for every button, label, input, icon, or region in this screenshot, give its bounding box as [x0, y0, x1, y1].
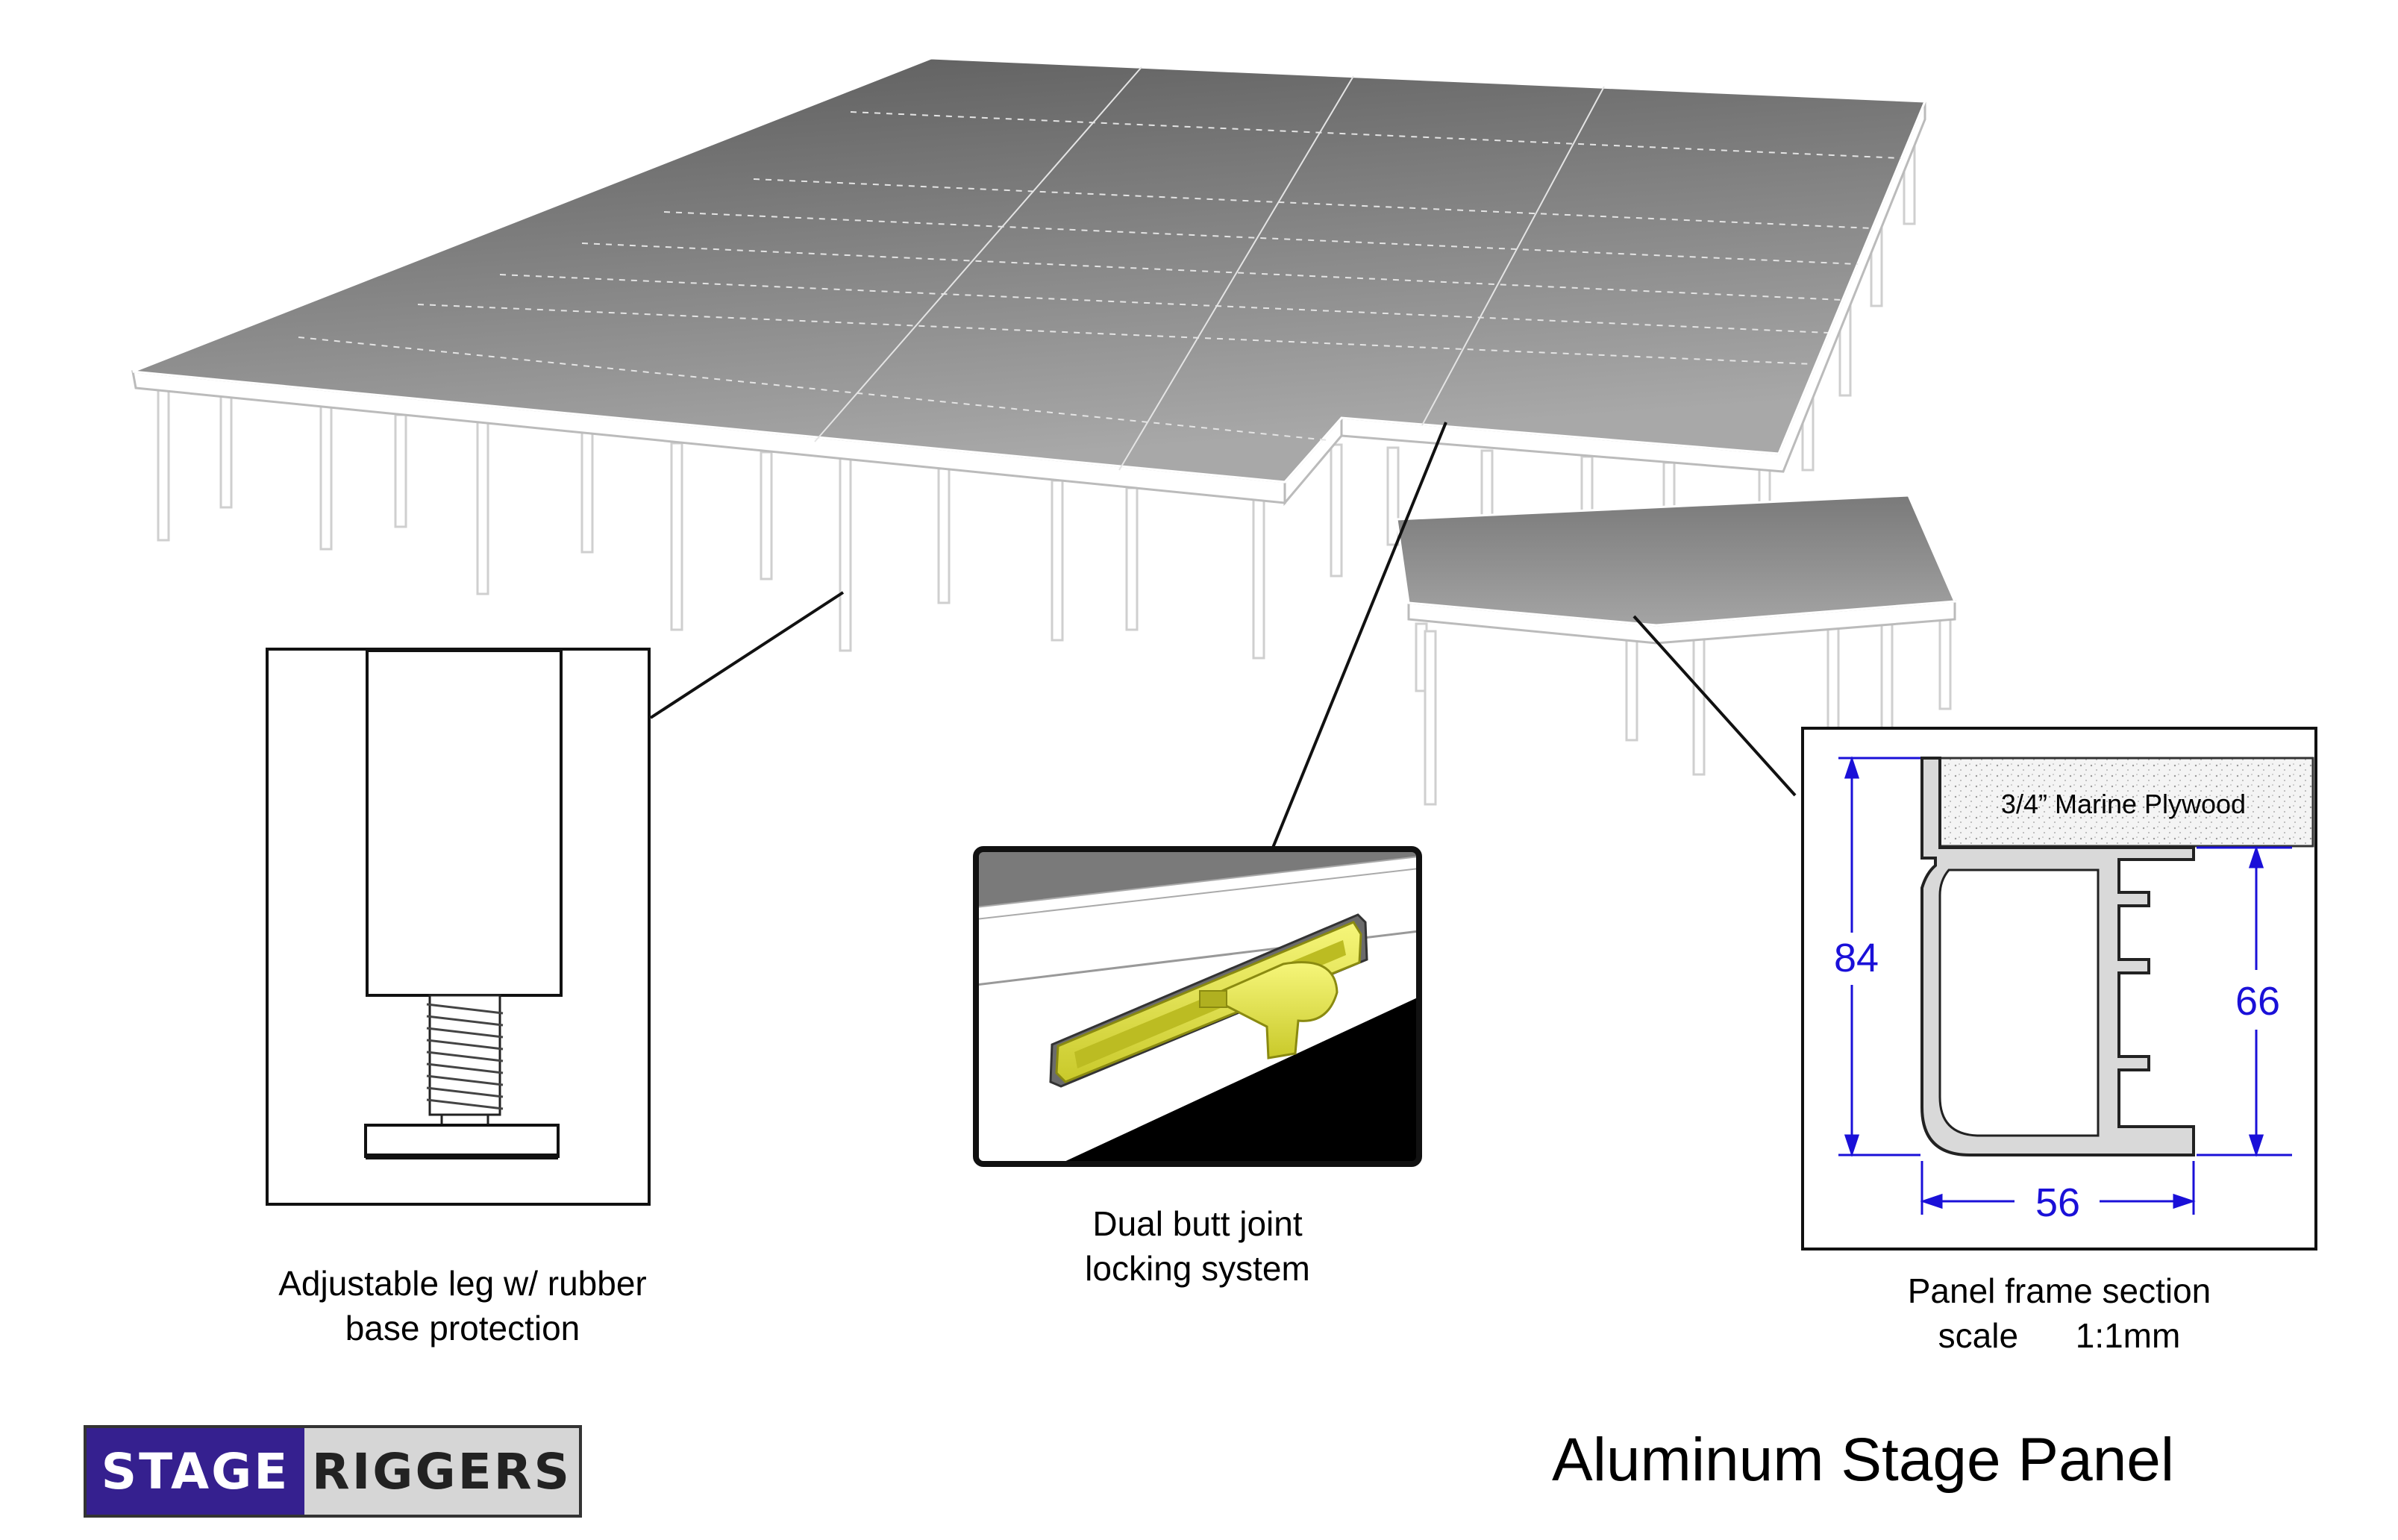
- dimension-84: 84: [1834, 936, 1879, 980]
- section-detail-box: 3/4” Marine Plywood 84 66 56: [1801, 727, 2317, 1251]
- dimension-lines: [1838, 756, 2292, 1215]
- stage-legs: [157, 133, 1916, 660]
- leg-detail-box: [266, 648, 651, 1206]
- leg-caption-line-2: base protection: [345, 1309, 580, 1348]
- joint-caption: Dual butt joint locking system: [977, 1201, 1418, 1291]
- deck-panel-seams: [298, 66, 1902, 471]
- logo-part-riggers: RIGGERS: [304, 1428, 579, 1515]
- joint-caption-line-2: locking system: [1085, 1249, 1310, 1288]
- single-panel-surface: [1395, 494, 1957, 627]
- plywood-label: 3/4” Marine Plywood: [2001, 789, 2246, 819]
- section-caption-line-1: Panel frame section: [1907, 1271, 2211, 1310]
- logo-part-stage: STAGE: [87, 1428, 304, 1515]
- large-stage-platform: [131, 57, 1927, 660]
- joint-caption-line-1: Dual butt joint: [1092, 1204, 1303, 1243]
- dimension-56: 56: [2035, 1180, 2080, 1225]
- rubber-base-pad: [364, 1124, 560, 1158]
- dimension-66: 66: [2235, 979, 2280, 1024]
- stage-deck-surface: [132, 57, 1927, 483]
- joint-detail-box: [973, 846, 1422, 1167]
- section-caption-line-2: scale 1:1mm: [1938, 1316, 2181, 1355]
- single-panel-legs: [1415, 595, 1952, 806]
- threaded-screw: [426, 994, 504, 1127]
- leg-tube: [366, 649, 563, 997]
- callout-leaders: [649, 422, 1797, 848]
- stageriggers-logo: STAGE RIGGERS: [84, 1425, 582, 1518]
- single-stage-panel: [1395, 494, 1957, 806]
- leg-caption-line-1: Adjustable leg w/ rubber: [278, 1264, 647, 1303]
- leg-caption: Adjustable leg w/ rubber base protection: [194, 1261, 731, 1350]
- diagram-title: Aluminum Stage Panel: [1552, 1426, 2175, 1494]
- locking-latch: [1055, 921, 1362, 1083]
- section-caption: Panel frame section scale 1:1mm: [1821, 1268, 2298, 1358]
